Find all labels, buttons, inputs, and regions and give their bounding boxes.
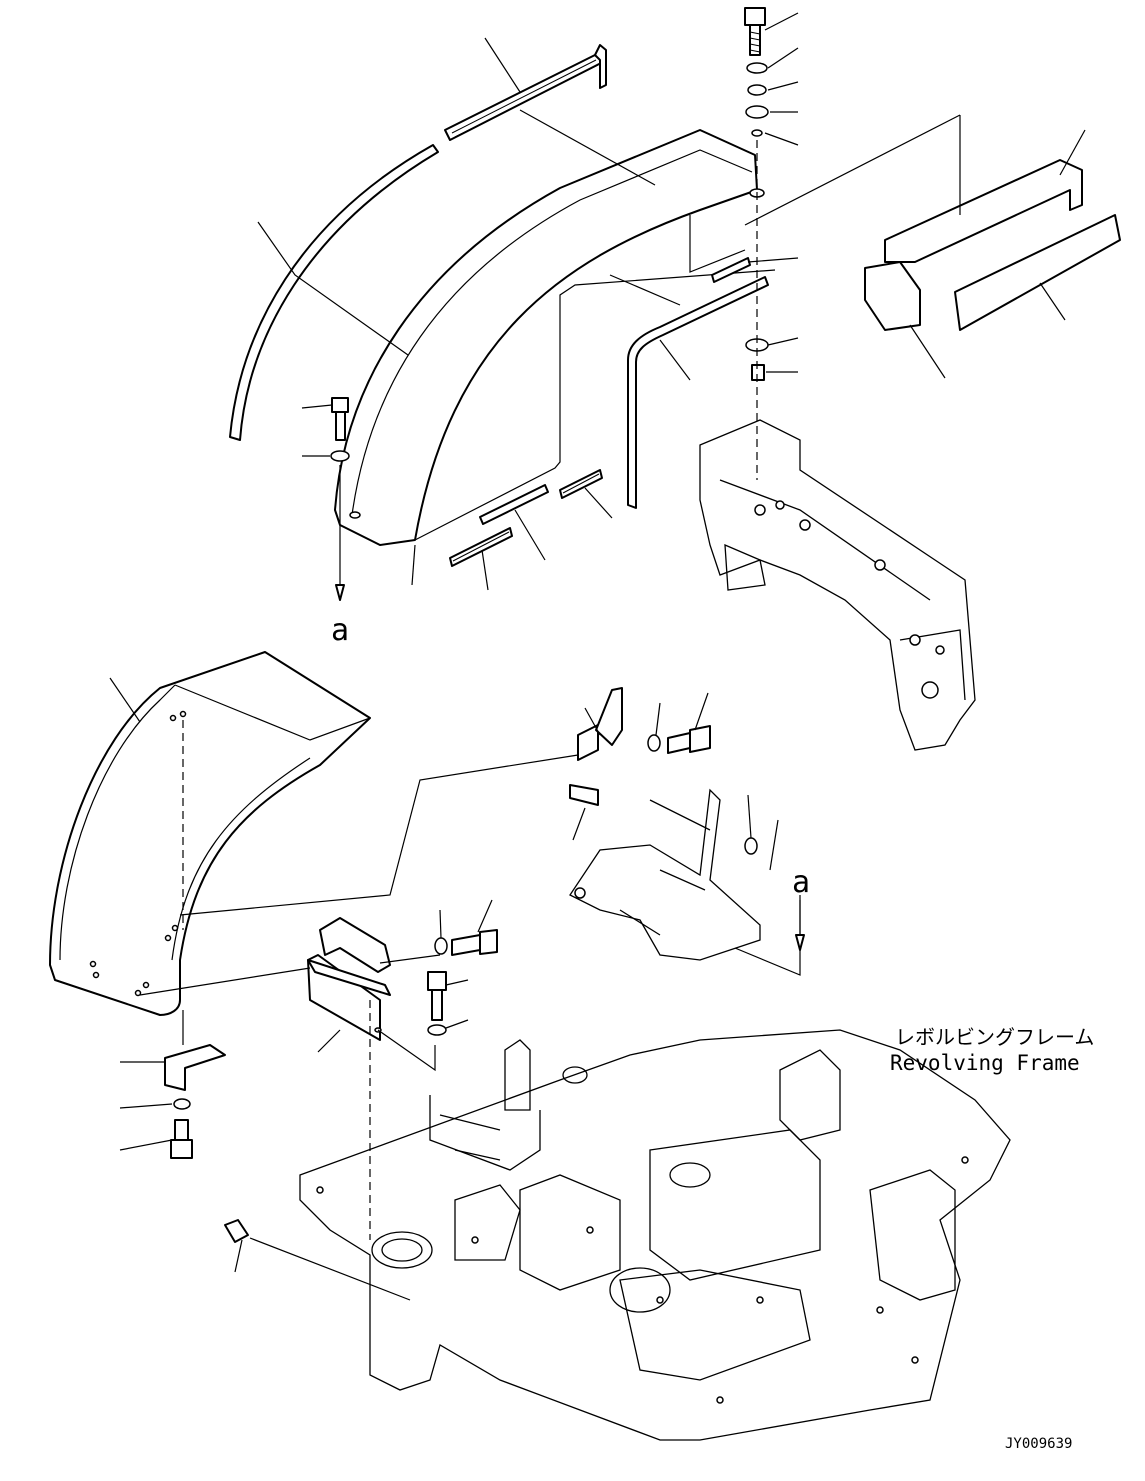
- fender-cover: [334, 129, 776, 546]
- rear-fender: [49, 651, 371, 1016]
- bolt-stack-right: [744, 7, 769, 480]
- top-seal-strip: [444, 44, 607, 141]
- lower-clip: [164, 1010, 226, 1159]
- plug-bolt: [224, 1219, 249, 1243]
- pad-blocks: [864, 159, 1121, 331]
- leader-lines-lower: [109, 677, 801, 1301]
- drawing-number: JY009639: [1005, 1436, 1072, 1452]
- inner-edge-seal: [627, 276, 769, 509]
- mount-plate: [307, 917, 391, 1041]
- frame-label-jp: レボルビングフレーム: [895, 1025, 1094, 1049]
- bolt-washer-mount: [427, 929, 498, 1036]
- sponge-seals-bottom: [449, 257, 751, 567]
- view-marker-lower: a: [792, 865, 810, 900]
- frame-label-en: Revolving Frame: [890, 1051, 1080, 1075]
- arrow-down-icon: [795, 900, 805, 951]
- curved-edge-seal: [229, 144, 439, 441]
- stay-bracket: [569, 687, 758, 855]
- leader-lines-upper: [257, 12, 1086, 591]
- support-bracket: [699, 419, 976, 751]
- view-marker-upper: a: [331, 613, 349, 648]
- lower-bracket-frame: [569, 788, 761, 961]
- revolving-frame: [299, 1000, 1011, 1441]
- bolt-washer-left: [330, 397, 350, 601]
